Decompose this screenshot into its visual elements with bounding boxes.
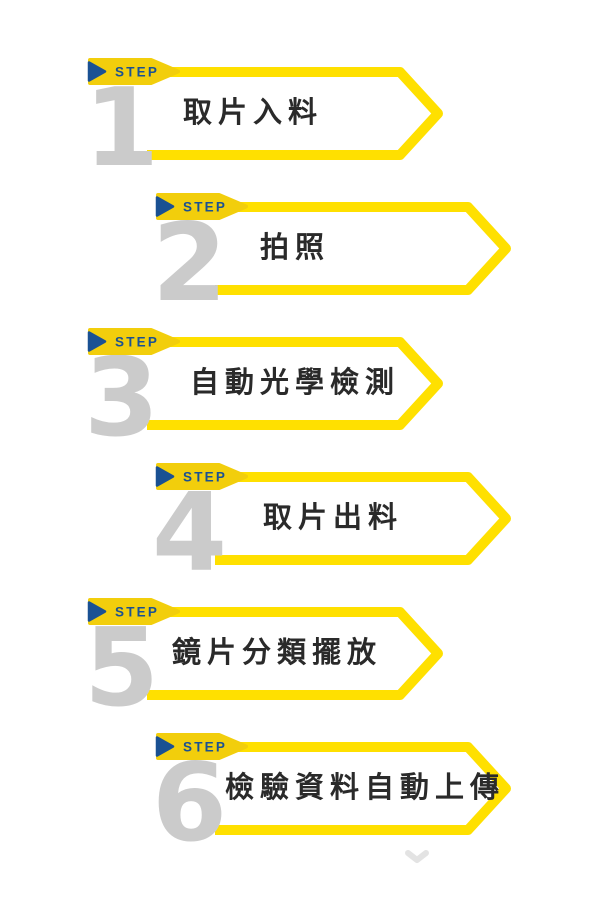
step-badge-label: STEP <box>183 740 227 755</box>
play-triangle-icon <box>87 331 107 352</box>
step-badge-label: STEP <box>115 335 159 350</box>
play-triangle-icon <box>87 61 107 82</box>
step-badge: STEP <box>155 193 248 220</box>
step-title: 取片出料 <box>263 502 404 534</box>
step-badge-label: STEP <box>183 470 227 485</box>
play-triangle-icon <box>87 601 107 622</box>
step-row: 2 STEP 拍照 <box>0 193 600 328</box>
step-title: 拍照 <box>260 232 331 264</box>
step-number: 2 <box>152 201 228 326</box>
step-badge-label: STEP <box>183 200 227 215</box>
step-banner-arrow <box>215 742 511 835</box>
step-row: 3 STEP 自動光學檢測 <box>0 328 600 463</box>
step-number: 6 <box>152 741 228 866</box>
step-title: 取片入料 <box>183 97 324 129</box>
step-row: 1 STEP 取片入料 <box>0 58 600 193</box>
step-badge: STEP <box>155 733 248 760</box>
step-badge: STEP <box>87 328 180 355</box>
step-banner-arrow <box>147 337 443 430</box>
step-banner-arrow <box>147 67 443 160</box>
step-badge: STEP <box>155 463 248 490</box>
step-title: 自動光學檢測 <box>190 367 401 399</box>
step-number: 4 <box>152 471 228 596</box>
step-title: 檢驗資料自動上傳 <box>225 772 506 804</box>
chevron-down-icon <box>405 850 429 863</box>
step-title: 鏡片分類擺放 <box>172 637 383 669</box>
step-banner-arrow <box>215 202 511 295</box>
step-badge-label: STEP <box>115 605 159 620</box>
step-badge: STEP <box>87 58 180 85</box>
step-banner-arrow <box>147 607 443 700</box>
step-row: 6 STEP 檢驗資料自動上傳 <box>0 733 600 868</box>
play-triangle-icon <box>155 466 175 487</box>
step-number: 3 <box>84 336 160 461</box>
play-triangle-icon <box>155 196 175 217</box>
step-badge: STEP <box>87 598 180 625</box>
play-triangle-icon <box>155 736 175 757</box>
step-badge-label: STEP <box>115 65 159 80</box>
step-banner-arrow <box>215 472 511 565</box>
step-row: 5 STEP 鏡片分類擺放 <box>0 598 600 733</box>
step-number: 5 <box>84 606 160 731</box>
step-number: 1 <box>84 66 160 191</box>
step-row: 4 STEP 取片出料 <box>0 463 600 598</box>
